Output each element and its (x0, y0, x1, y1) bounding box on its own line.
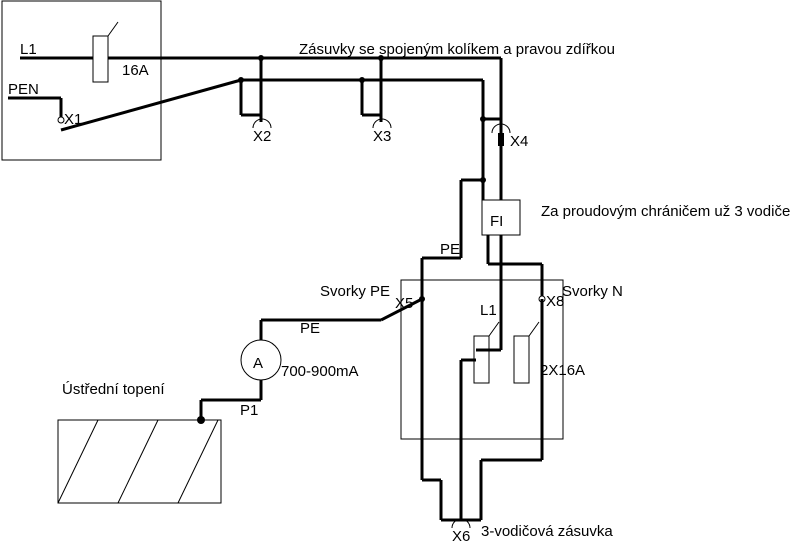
radiator (57, 419, 222, 504)
x4-socket-symbol (491, 123, 511, 134)
x4-fuse (498, 133, 504, 146)
pen-slope-wire (60, 78, 242, 132)
pe-lower-label: PE (300, 320, 320, 337)
x1-label: X1 (64, 111, 82, 128)
breaker-2 (513, 335, 530, 384)
distribution-board-box (1, 0, 162, 161)
current-range-label: 700-900mA (281, 363, 359, 380)
breakers-rating-label: 2X16A (540, 362, 585, 379)
fi-symbol: FI (490, 213, 503, 230)
l1-label: L1 (20, 41, 37, 58)
x5-label: X5 (395, 295, 413, 312)
x6-label: X6 (452, 528, 470, 545)
p1-label: P1 (240, 402, 258, 419)
x3-label: X3 (373, 128, 391, 145)
pe-to-ammeter-diag (380, 297, 423, 322)
breaker-2-lever (528, 321, 540, 337)
x6-socket-symbol (451, 518, 471, 529)
x2-label: X2 (253, 128, 271, 145)
three-wire-socket-label: 3-vodičová zásuvka (481, 523, 613, 540)
terminals-pe-label: Svorky PE (320, 283, 390, 300)
breaker-rating-label: 16A (122, 62, 149, 79)
radiator-hatch-1 (57, 419, 99, 504)
terminals-n-label: Svorky N (562, 283, 623, 300)
radiator-hatch-3 (177, 419, 219, 504)
x2-socket-symbol (252, 118, 272, 129)
x4-label: X4 (510, 133, 528, 150)
pen-label: PEN (8, 81, 39, 98)
x8-label: X8 (546, 293, 564, 310)
breaker-1 (473, 335, 490, 384)
breaker-1-lever (488, 321, 500, 337)
x3-socket-symbol (372, 118, 392, 129)
main-breaker-lever (107, 21, 119, 37)
l1-inner-label: L1 (480, 302, 497, 319)
main-breaker (92, 35, 109, 83)
x1-terminal (57, 116, 65, 124)
central-heating-label: Ústřední topení (62, 381, 165, 398)
subboard-box (400, 279, 564, 440)
sockets-title: Zásuvky se spojeným kolíkem a pravou zdí… (299, 41, 615, 58)
fi-note: Za proudovým chráničem už 3 vodiče (541, 203, 790, 220)
pe-upper-label: PE (440, 241, 460, 258)
ammeter-symbol: A (253, 355, 263, 372)
radiator-hatch-2 (117, 419, 159, 504)
